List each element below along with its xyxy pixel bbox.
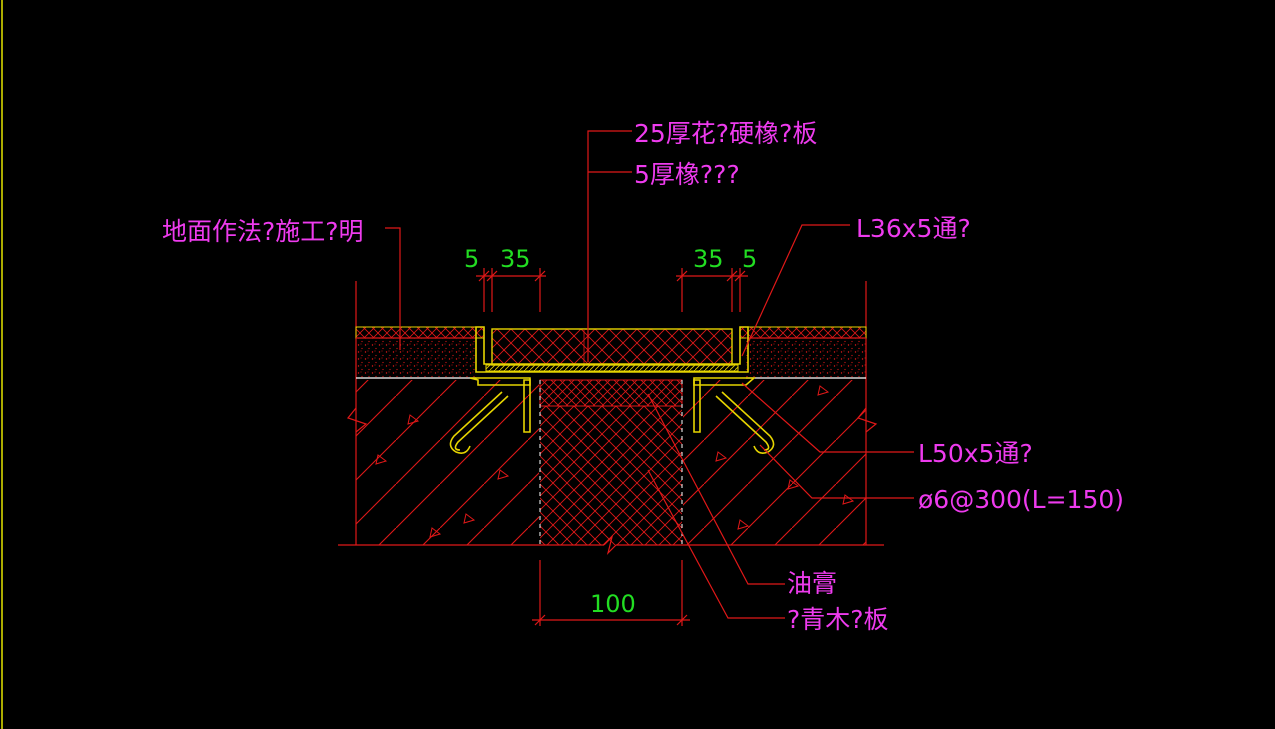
label-rubber-pad: 5厚橡??? [634, 160, 740, 189]
dim-left-small: 5 [464, 245, 479, 273]
rubber-pad [485, 364, 739, 372]
dimension-top-left [476, 268, 546, 312]
label-angle-bottom: L50x5通? [918, 439, 1033, 468]
label-angle-top: L36x5通? [856, 214, 971, 243]
dim-gap-width: 100 [590, 590, 636, 618]
dim-right-big: 35 [693, 245, 724, 273]
dim-right-small: 5 [742, 245, 757, 273]
label-grease: 油膏 [787, 569, 837, 598]
label-rebar: ø6@300(L=150) [918, 485, 1124, 514]
label-rubber-plate: 25厚花?硬橡?板 [634, 119, 817, 148]
floor-finish-right [739, 326, 867, 379]
steel-angle-bottom [469, 377, 757, 433]
label-floor-method: 地面作法?施工?明 [162, 217, 364, 246]
floor-finish-left [355, 326, 485, 379]
leader-lines [385, 130, 914, 619]
dimension-top-right [676, 268, 748, 312]
concrete-slab-left [346, 281, 539, 545]
aggregate-marks [375, 385, 855, 538]
steel-angle-top [475, 326, 749, 373]
rebar-hook-left [449, 391, 509, 454]
label-board: ?青木?板 [787, 605, 889, 634]
grease-fill [539, 379, 683, 407]
filler-board [539, 380, 683, 545]
concrete-slab-right [683, 281, 878, 545]
dim-left-big: 35 [500, 245, 531, 273]
rubber-plate [491, 328, 733, 366]
dimension-bottom [532, 560, 690, 626]
